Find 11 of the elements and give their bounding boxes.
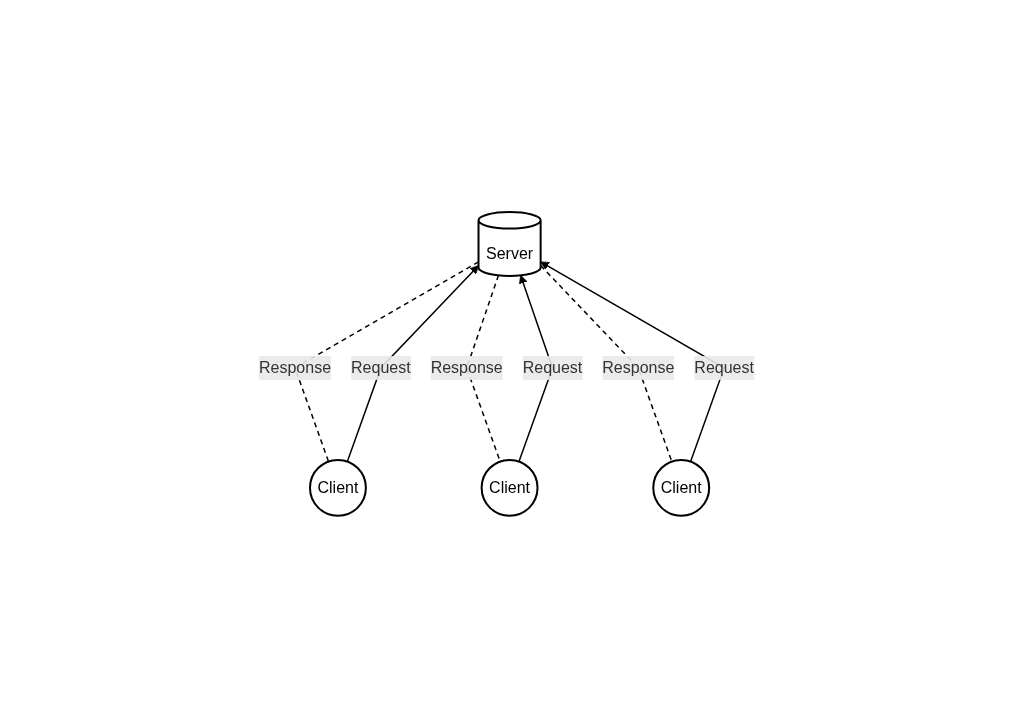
edge-label: Request: [693, 358, 754, 376]
edge-label: Request: [522, 358, 582, 376]
edge-label: Response: [601, 358, 674, 376]
node-circle: Client: [480, 459, 539, 517]
connector: [539, 264, 673, 463]
edge-label: Response: [430, 358, 503, 376]
arrow: [346, 265, 479, 463]
node-circle: Client: [651, 459, 710, 517]
edge-label: Request: [350, 358, 411, 376]
node-circle: Client: [308, 459, 367, 517]
edge-label: Response: [258, 358, 331, 376]
